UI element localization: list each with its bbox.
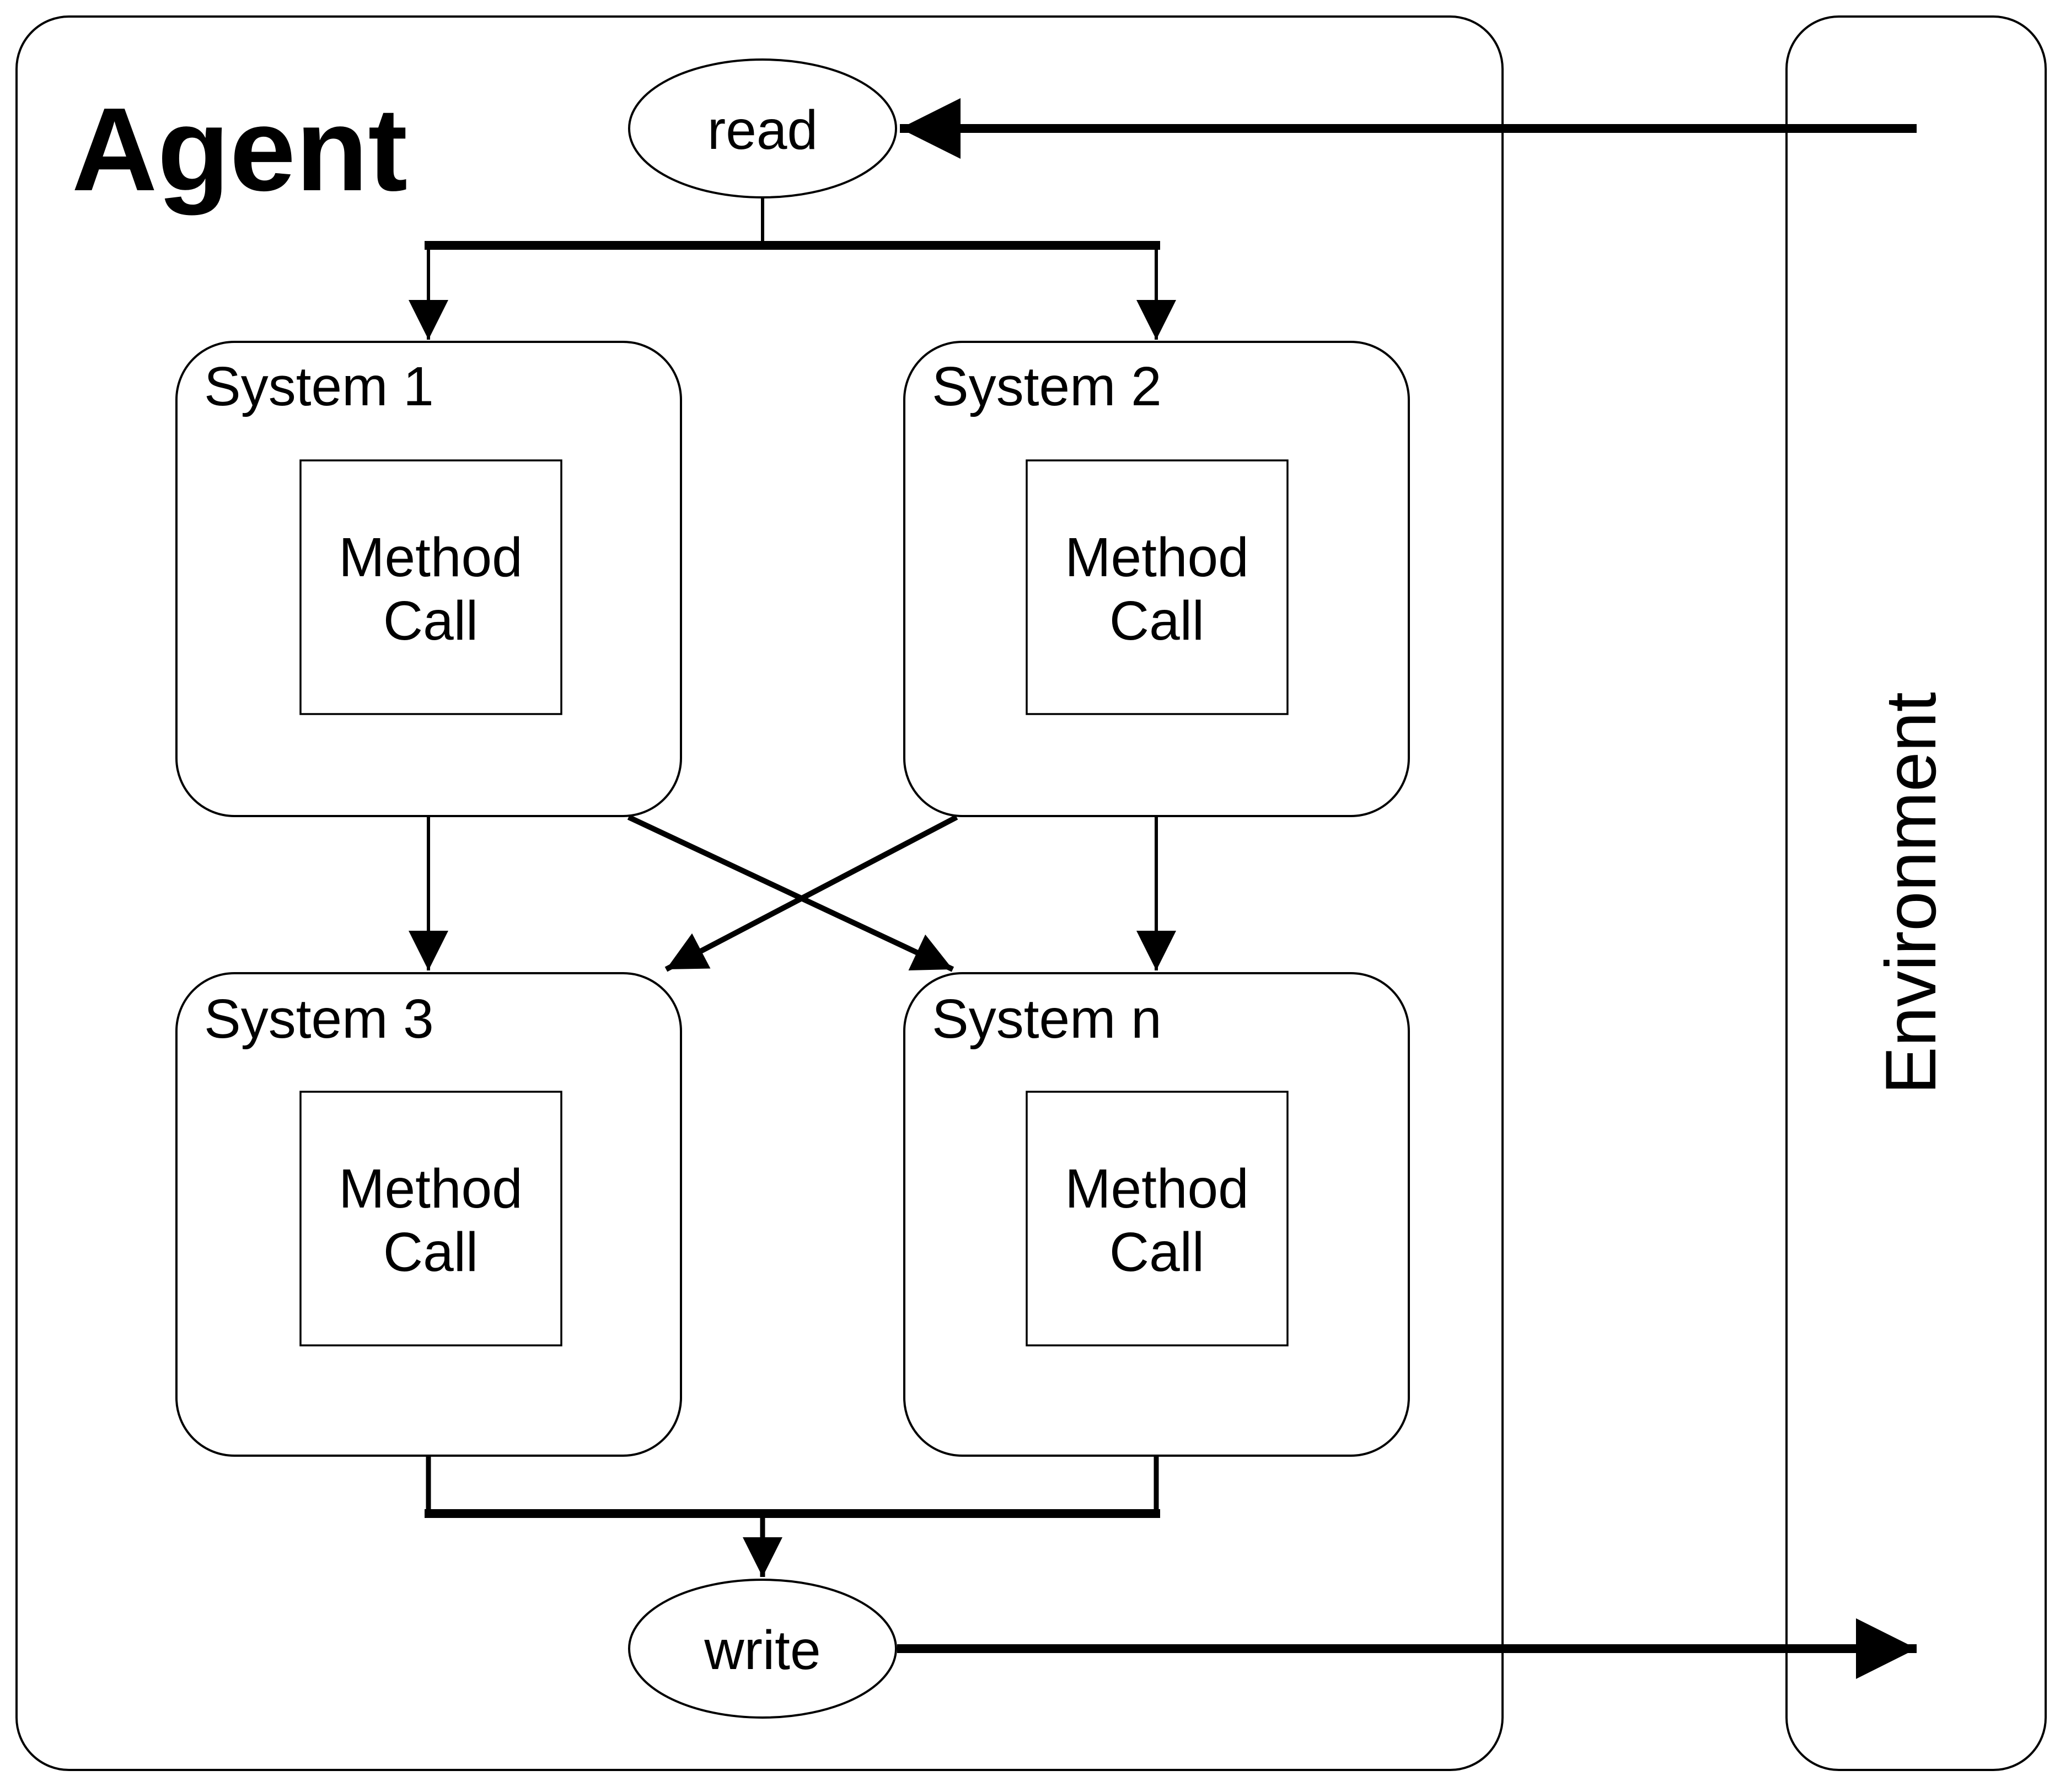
system-1-method-call-box — [299, 459, 562, 715]
system-n-method-call-box — [1026, 1091, 1289, 1346]
system-3-title: System 3 — [204, 988, 434, 1050]
system-2-group: System 2 Method Call — [903, 341, 1410, 817]
read-label: read — [707, 99, 818, 161]
system-3-method-call-line2: Call — [383, 1221, 478, 1283]
system-2-method-call-box — [1026, 459, 1289, 715]
system-n-title: System n — [932, 988, 1162, 1050]
agent-box — [15, 15, 1504, 1771]
arrow-system-1-to-system-n — [627, 814, 954, 972]
system-3-method-call-box — [299, 1091, 562, 1346]
system-n-group: System n Method Call — [903, 972, 1410, 1457]
agent-label: Agent — [72, 83, 407, 216]
system-1-group: System 1 Method Call — [175, 341, 682, 817]
system-3-method-call-line1: Method — [339, 1158, 523, 1220]
system-1-method-call-line1: Method — [339, 527, 523, 588]
system-1-method-call-line2: Call — [383, 590, 478, 652]
system-n-method-call-line1: Method — [1065, 1158, 1249, 1220]
system-n-method-call-line2: Call — [1109, 1221, 1204, 1283]
arrow-system-2-to-system-3 — [664, 814, 958, 972]
system-1-title: System 1 — [204, 356, 434, 417]
environment-box — [1785, 15, 2047, 1771]
write-node — [628, 1579, 897, 1719]
system-2-title: System 2 — [932, 356, 1162, 417]
system-2-method-call-line1: Method — [1065, 527, 1249, 588]
write-label: write — [704, 1619, 820, 1681]
system-3-group: System 3 Method Call — [175, 972, 682, 1457]
system-2-method-call-line2: Call — [1109, 590, 1204, 652]
environment-label: Environment — [1870, 692, 1951, 1094]
